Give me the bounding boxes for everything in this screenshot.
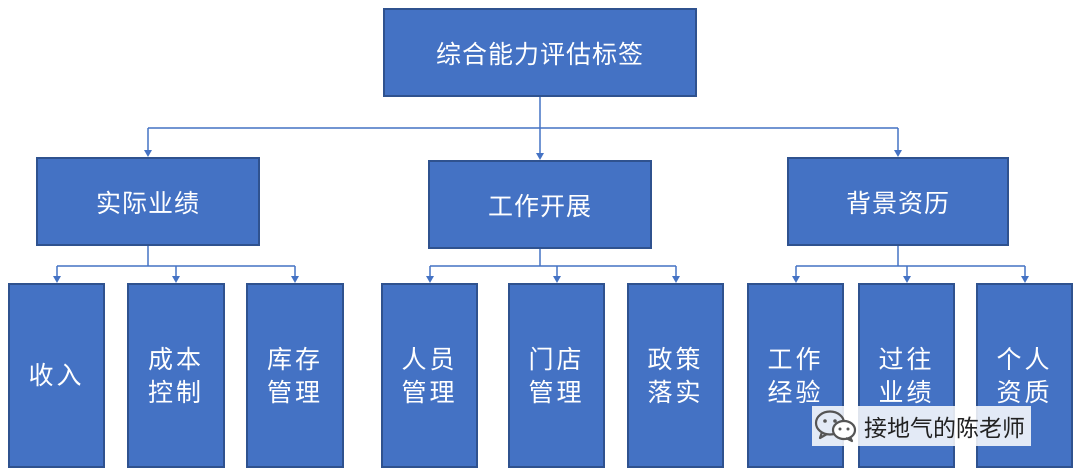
leaf-node-label: 库存 管理 (266, 344, 323, 407)
arrowhead (894, 150, 902, 157)
category-node-3: 背景资历 (787, 157, 1009, 246)
category-node-1: 实际业绩 (36, 157, 260, 246)
category-node-2: 工作开展 (428, 160, 652, 249)
watermark-text: 接地气的陈老师 (864, 416, 1025, 442)
arrowhead (172, 276, 180, 283)
wechat-icon (814, 410, 857, 443)
arrowhead (672, 276, 680, 283)
leaf-node: 门店 管理 (508, 283, 605, 468)
arrowhead (291, 276, 299, 283)
leaf-node-label: 工作 经验 (767, 344, 824, 407)
category-node-label: 实际业绩 (95, 188, 200, 218)
arrowhead (792, 276, 800, 283)
arrowhead (144, 150, 152, 157)
arrowhead (903, 276, 911, 283)
root-node: 综合能力评估标签 (383, 8, 697, 97)
leaf-node-label: 成本 控制 (147, 344, 204, 407)
leaf-node-label: 政策 落实 (647, 344, 704, 407)
leaf-node-label: 个人 资质 (996, 344, 1053, 407)
leaf-node-label: 过往 业绩 (878, 344, 935, 407)
leaf-node-label: 门店 管理 (528, 344, 585, 407)
leaf-node-label: 收入 (28, 361, 85, 390)
arrowhead (553, 276, 561, 283)
leaf-node-label: 人员 管理 (401, 344, 458, 407)
leaf-node: 政策 落实 (627, 283, 724, 468)
watermark: 接地气的陈老师 (812, 406, 1031, 446)
leaf-node: 库存 管理 (246, 283, 344, 468)
arrowhead (1021, 276, 1029, 283)
arrowhead (426, 276, 434, 283)
category-node-label: 背景资历 (845, 188, 950, 218)
category-node-label: 工作开展 (487, 191, 592, 221)
root-node-label: 综合能力评估标签 (435, 39, 644, 69)
leaf-node: 收入 (8, 283, 105, 468)
leaf-node: 成本 控制 (127, 283, 225, 468)
arrowhead (53, 276, 61, 283)
arrowhead (536, 153, 544, 160)
leaf-node: 人员 管理 (381, 283, 478, 468)
